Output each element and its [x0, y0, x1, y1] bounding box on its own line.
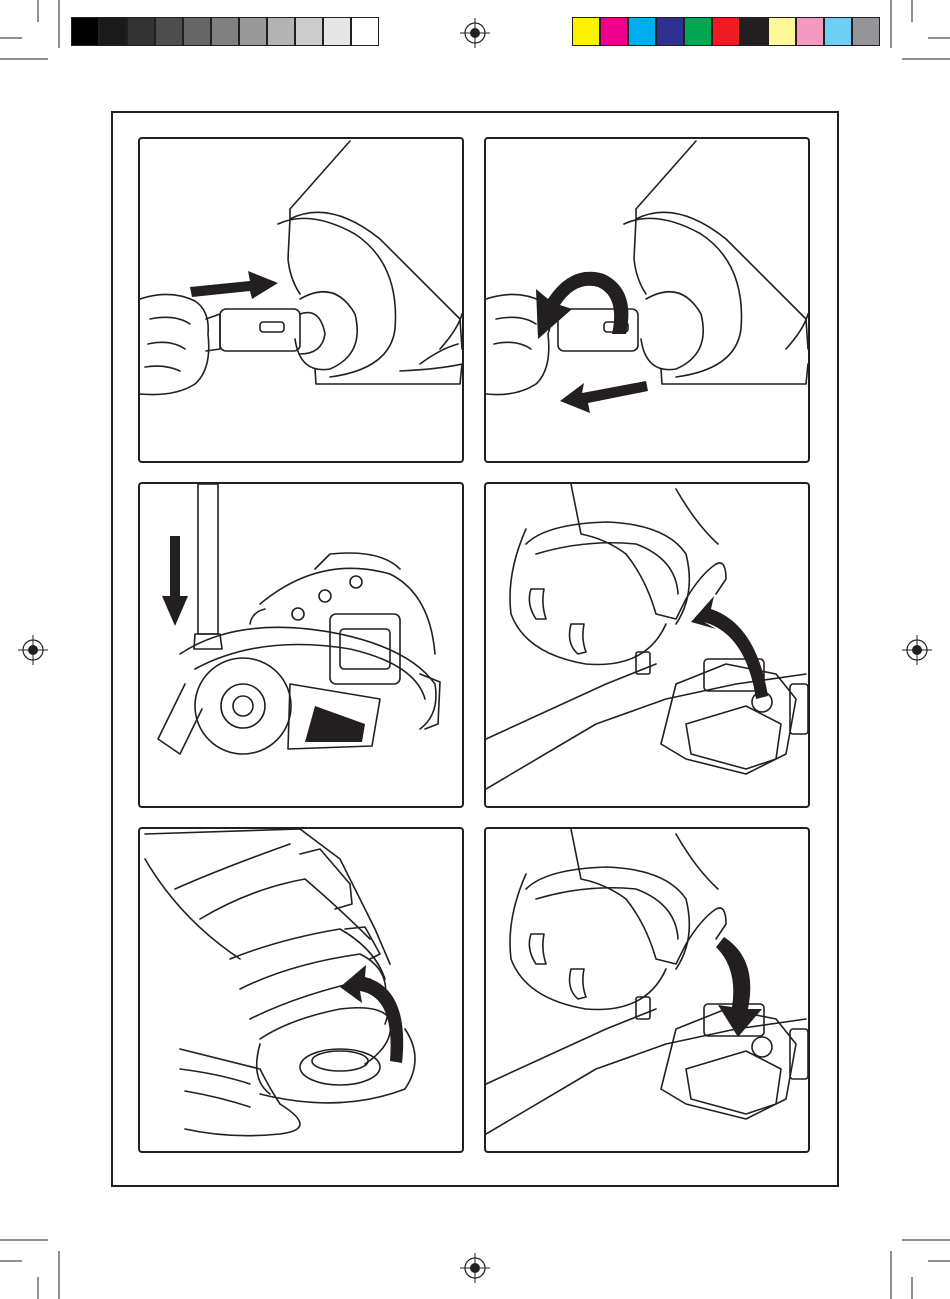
color-bar-swatch	[740, 17, 768, 46]
registration-mark-bottom	[460, 1253, 490, 1283]
gray-bar-swatch	[127, 17, 155, 46]
color-bar-swatch	[796, 17, 824, 46]
panel-refit-container	[484, 827, 810, 1153]
color-bar-swatch	[852, 17, 880, 46]
gray-bar-swatch	[71, 17, 99, 46]
gray-bar-swatch	[295, 17, 323, 46]
panel-attach-hose	[138, 137, 464, 463]
color-bar-swatch	[656, 17, 684, 46]
gray-bar-swatch	[183, 17, 211, 46]
registration-mark-top	[460, 18, 490, 48]
gray-bar-swatch	[239, 17, 267, 46]
color-bar-swatch	[628, 17, 656, 46]
panel-release-container	[484, 482, 810, 808]
color-bar-swatch	[712, 17, 740, 46]
registration-mark-left	[18, 635, 48, 665]
gray-bar-swatch	[323, 17, 351, 46]
registration-mark-right	[902, 635, 932, 665]
panel-park-tube	[138, 482, 464, 808]
gray-bar-swatch	[211, 17, 239, 46]
color-bar-swatch	[600, 17, 628, 46]
gray-bar-swatch	[351, 17, 379, 46]
color-bar-swatch	[768, 17, 796, 46]
color-bar-swatch	[572, 17, 600, 46]
panel-remove-hose	[484, 137, 810, 463]
gray-bar-swatch	[267, 17, 295, 46]
gray-bar-swatch	[99, 17, 127, 46]
panel-open-lid	[138, 827, 464, 1153]
color-bar-swatch	[824, 17, 852, 46]
gray-bar-swatch	[155, 17, 183, 46]
color-bar-swatch	[684, 17, 712, 46]
